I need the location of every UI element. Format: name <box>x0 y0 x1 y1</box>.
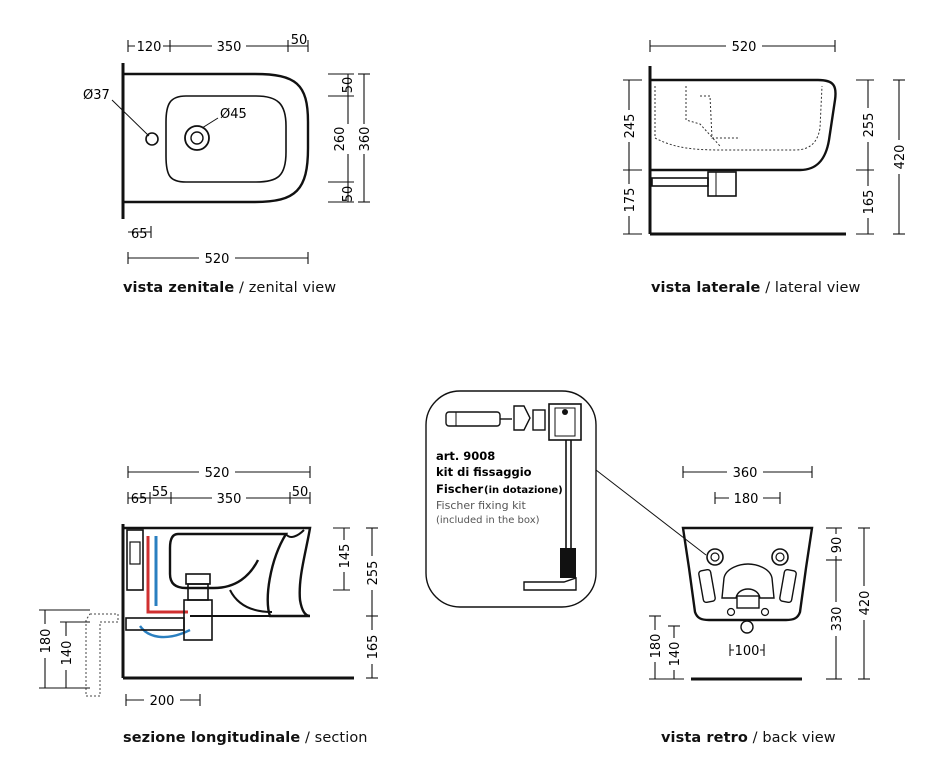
dim-right-mid: 260 <box>333 127 348 152</box>
caption-back: vista retro / back view <box>661 730 836 746</box>
dim-right-top: 50 <box>341 77 356 94</box>
label-hole-small: Ø37 <box>83 88 110 103</box>
dim-inner-width: 180 <box>734 492 759 507</box>
section-view: 520 65 55 350 50 145 255 165 180 <box>36 464 381 709</box>
dim-right-lower: 165 <box>366 635 381 660</box>
dim-bottom-offset: 200 <box>150 694 175 709</box>
caption-zenital-it: vista zenitale <box>123 280 235 296</box>
bowl-outline <box>165 95 287 183</box>
dim-right-bottom: 50 <box>341 186 356 203</box>
caption-zenital-en: zenital view <box>248 280 337 296</box>
bidet-top-outline <box>121 72 310 204</box>
dim-right-total: 360 <box>358 127 373 152</box>
bidet-side-outline <box>648 78 837 172</box>
caption-sep: / <box>234 280 249 296</box>
dim-bottom-offset: 65 <box>131 227 148 242</box>
back-view: 360 180 90 330 420 180 140 10 <box>646 464 873 681</box>
caption-back-it: vista retro <box>661 730 748 746</box>
dim-left-upper: 245 <box>623 114 638 139</box>
dim-bottom-width: 100 <box>735 644 760 659</box>
dim-top-width: 360 <box>733 466 758 481</box>
dim-right-lower: 330 <box>830 607 845 632</box>
dim-seg-c: 350 <box>217 492 242 507</box>
drain-hole <box>184 125 210 151</box>
dim-left-outer: 180 <box>649 634 664 659</box>
fixing-kit-callout: art. 9008 kit di fissaggio Fischer (in d… <box>425 390 707 608</box>
caption-zenital: vista zenitale / zenital view <box>123 280 336 296</box>
dim-right-total: 255 <box>366 561 381 586</box>
kit-name2-note: (in dotazione) <box>484 485 563 496</box>
dim-top-width: 520 <box>205 466 230 481</box>
caption-back-en: back view <box>762 730 836 746</box>
dim-top-mid: 350 <box>217 40 242 55</box>
caption-section-en: section <box>314 730 368 746</box>
kit-art: art. 9008 <box>436 449 495 463</box>
dim-right-total: 420 <box>858 591 873 616</box>
caption-lateral-en: lateral view <box>774 280 861 296</box>
dim-right-upper: 145 <box>338 544 353 569</box>
dim-right-upper: 255 <box>862 113 877 138</box>
dim-top-left: 120 <box>137 40 162 55</box>
caption-sep: / <box>760 280 775 296</box>
bidet-back-outline <box>681 526 814 622</box>
kit-en1: Fischer fixing kit <box>436 499 526 512</box>
label-hole-large: Ø45 <box>220 107 247 122</box>
dim-right-lower: 165 <box>862 190 877 215</box>
caption-sep: / <box>747 730 763 746</box>
lateral-view: 520 245 175 255 165 420 <box>620 38 908 236</box>
dim-right-total: 420 <box>893 145 908 170</box>
kit-name: kit di fissaggio <box>436 465 532 479</box>
dim-seg-b: 55 <box>152 485 169 500</box>
dim-left-inner: 140 <box>60 641 75 666</box>
dim-right-upper: 90 <box>830 537 845 554</box>
dim-top-width: 520 <box>732 40 757 55</box>
bidet-section-outline <box>123 526 312 618</box>
dim-left-inner: 140 <box>668 642 683 667</box>
caption-section-it: sezione longitudinale <box>123 730 301 746</box>
callout-frame <box>425 390 597 608</box>
dim-left-outer: 180 <box>39 629 54 654</box>
dim-seg-a: 65 <box>131 492 148 507</box>
caption-sep: / <box>300 730 315 746</box>
dim-seg-d: 50 <box>292 485 309 500</box>
caption-lateral: vista laterale / lateral view <box>651 280 861 296</box>
caption-section: sezione longitudinale / section <box>123 730 368 746</box>
zenital-view: 120 350 50 520 65 50 260 50 360 Ø37 Ø45 <box>83 33 373 267</box>
dim-bottom-width: 520 <box>205 252 230 267</box>
dim-left-lower: 175 <box>623 188 638 213</box>
dim-top-right: 50 <box>291 33 308 48</box>
kit-name2: Fischer <box>436 482 483 496</box>
tap-hole <box>145 132 159 146</box>
caption-lateral-it: vista laterale <box>651 280 761 296</box>
kit-en2: (included in the box) <box>436 515 540 526</box>
